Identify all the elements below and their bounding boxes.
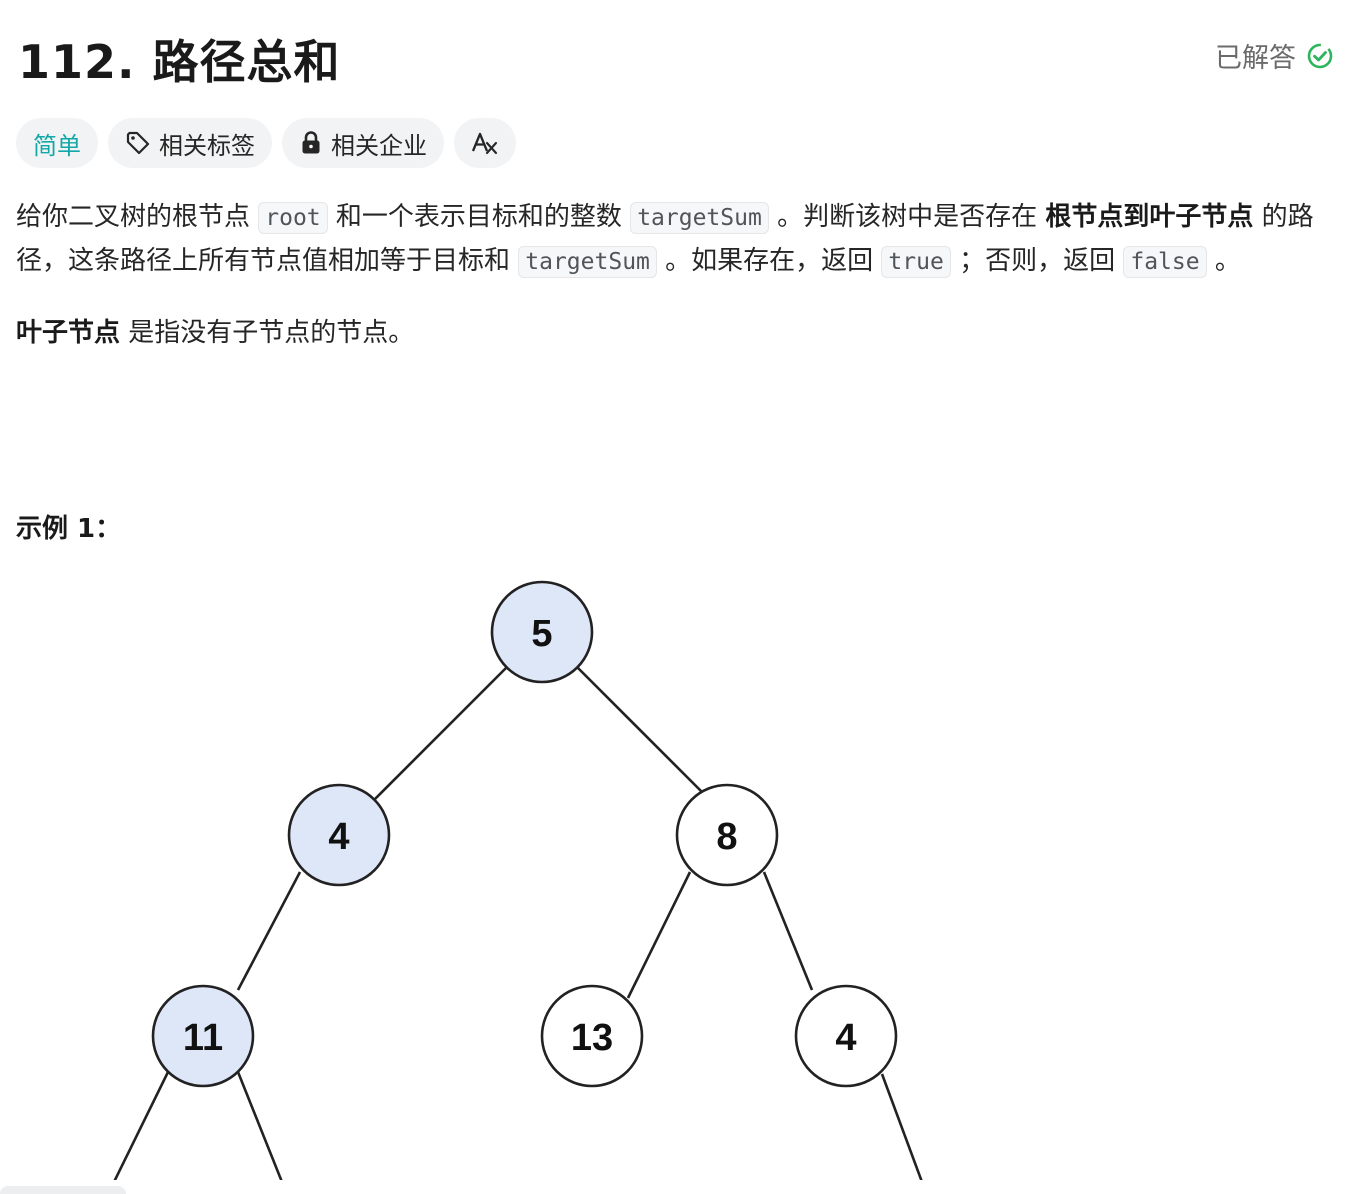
node-circle xyxy=(540,984,644,1088)
edge-11-right xyxy=(236,1071,283,1180)
related-companies-button[interactable]: 相关企业 xyxy=(282,118,444,168)
bottom-panel-tab[interactable] xyxy=(0,1186,126,1194)
example-heading: 示例 1： xyxy=(16,514,122,544)
node-circle xyxy=(151,984,255,1088)
node-label: 4 xyxy=(835,1017,856,1059)
description-paragraph-1: 给你二叉树的根节点 root 和一个表示目标和的整数 targetSum 。判断… xyxy=(16,196,1336,284)
desc-text: 是指没有子节点的节点。 xyxy=(120,318,415,348)
tree-node: 11 xyxy=(151,984,255,1088)
edge-5-8 xyxy=(577,667,705,795)
desc-text: 给你二叉树的根节点 xyxy=(16,202,259,232)
difficulty-label: 简单 xyxy=(33,131,81,160)
bottom-bar xyxy=(0,1180,1352,1194)
code-targetsum: targetSum xyxy=(518,246,657,278)
page-title: 112. 路径总和 xyxy=(18,35,341,89)
difficulty-badge[interactable]: 简单 xyxy=(16,118,98,168)
node-circle xyxy=(490,580,594,684)
desc-text: 的路径，这条路径上所有节点值相加等于目标和 xyxy=(16,202,1314,276)
lock-icon xyxy=(299,130,323,156)
edge-4-11 xyxy=(236,871,302,991)
bold-root-to-leaf: 根节点到叶子节点 xyxy=(1045,202,1254,232)
tag-icon xyxy=(125,130,151,156)
node-label: 4 xyxy=(328,816,349,858)
edge-5-4 xyxy=(373,667,507,801)
edge-8-13 xyxy=(626,871,692,999)
tree-node: 4 xyxy=(287,783,391,887)
code-true: true xyxy=(881,246,951,278)
solved-label: 已解答 xyxy=(1215,43,1296,74)
desc-text: 。如果存在，返回 xyxy=(656,246,882,276)
related-tags-button[interactable]: 相关标签 xyxy=(108,118,272,168)
translate-button[interactable] xyxy=(454,118,516,168)
node-label: 5 xyxy=(531,613,552,655)
bold-leaf-node: 叶子节点 xyxy=(16,318,121,348)
tree-node: 8 xyxy=(675,783,779,887)
edge-11-left xyxy=(113,1071,170,1180)
tree-node: 4 xyxy=(794,984,898,1088)
node-circle xyxy=(287,783,391,887)
code-false: false xyxy=(1123,246,1207,278)
tree-edges xyxy=(113,667,923,1180)
desc-text: 和一个表示目标和的整数 xyxy=(327,202,631,232)
check-circle-icon xyxy=(1306,42,1334,70)
desc-text: ；否则，返回 xyxy=(950,246,1124,276)
problem-description: 给你二叉树的根节点 root 和一个表示目标和的整数 targetSum 。判断… xyxy=(16,196,1336,355)
code-root: root xyxy=(258,202,328,234)
tag-bar: 简单 相关标签 相关企业 xyxy=(16,118,516,168)
related-tags-label: 相关标签 xyxy=(159,131,255,160)
title-row: 112. 路径总和 已解答 xyxy=(18,26,1334,89)
desc-text: 。判断该树中是否存在 xyxy=(768,202,1046,232)
code-targetsum: targetSum xyxy=(630,202,769,234)
edge-4-right xyxy=(880,1073,923,1180)
node-label: 13 xyxy=(571,1017,613,1059)
node-label: 11 xyxy=(183,1017,223,1059)
node-label: 8 xyxy=(716,816,737,858)
description-paragraph-2: 叶子节点 是指没有子节点的节点。 xyxy=(16,312,1336,355)
translate-icon xyxy=(471,130,499,156)
related-companies-label: 相关企业 xyxy=(331,131,427,160)
tree-node: 5 xyxy=(490,580,594,684)
tree-node: 13 xyxy=(540,984,644,1088)
solved-status: 已解答 xyxy=(1215,36,1334,75)
node-circle xyxy=(794,984,898,1088)
node-circle xyxy=(675,783,779,887)
edge-8-4 xyxy=(762,871,814,991)
binary-tree-diagram: 5 4 8 11 13 4 xyxy=(113,580,923,1180)
desc-text: 。 xyxy=(1206,246,1241,276)
